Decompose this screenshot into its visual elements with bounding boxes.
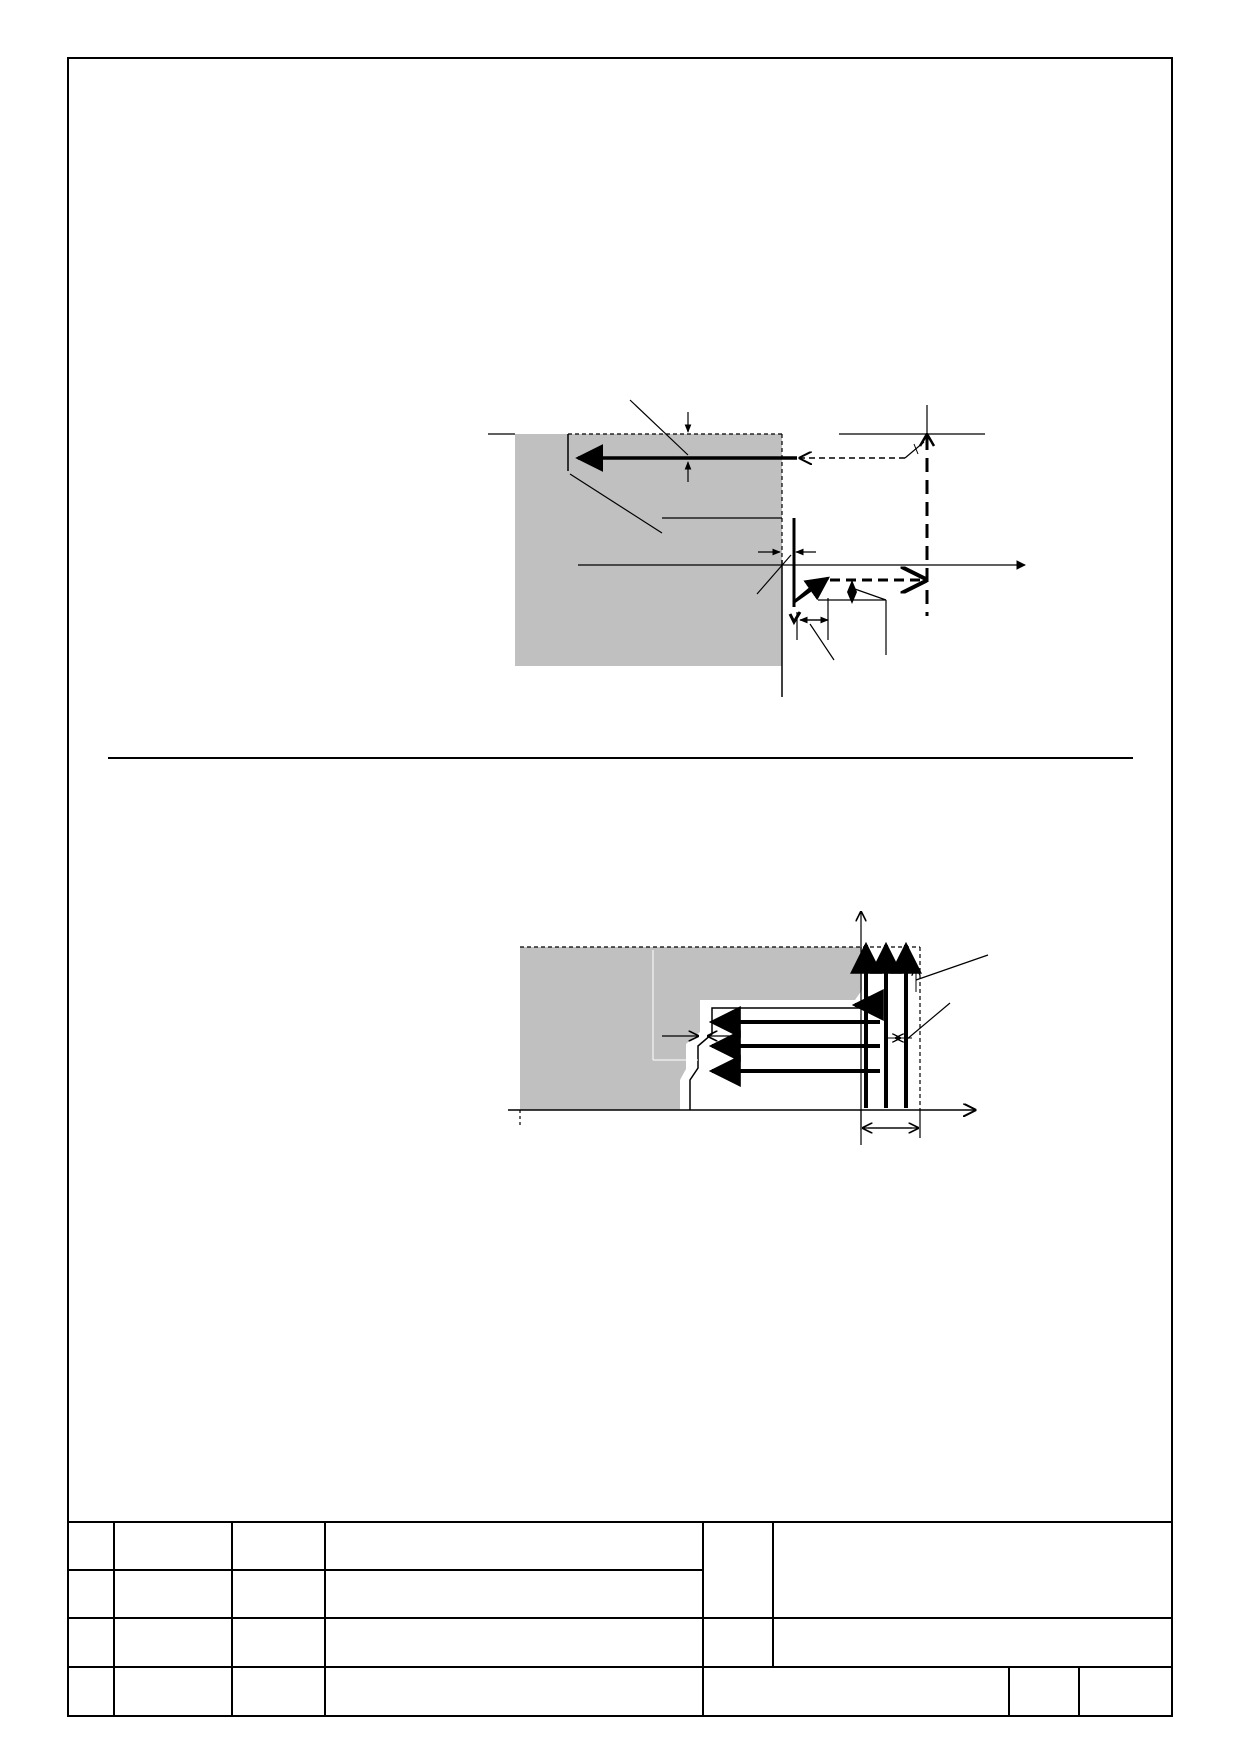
title-block — [68, 1521, 1172, 1716]
stock-block-top — [515, 434, 782, 666]
stock-block-bottom — [520, 947, 862, 1110]
multiple-turning-cycle-diagram — [508, 912, 989, 1145]
sheet-border — [67, 57, 1173, 1717]
threading-cycle-diagram — [488, 399, 1026, 697]
